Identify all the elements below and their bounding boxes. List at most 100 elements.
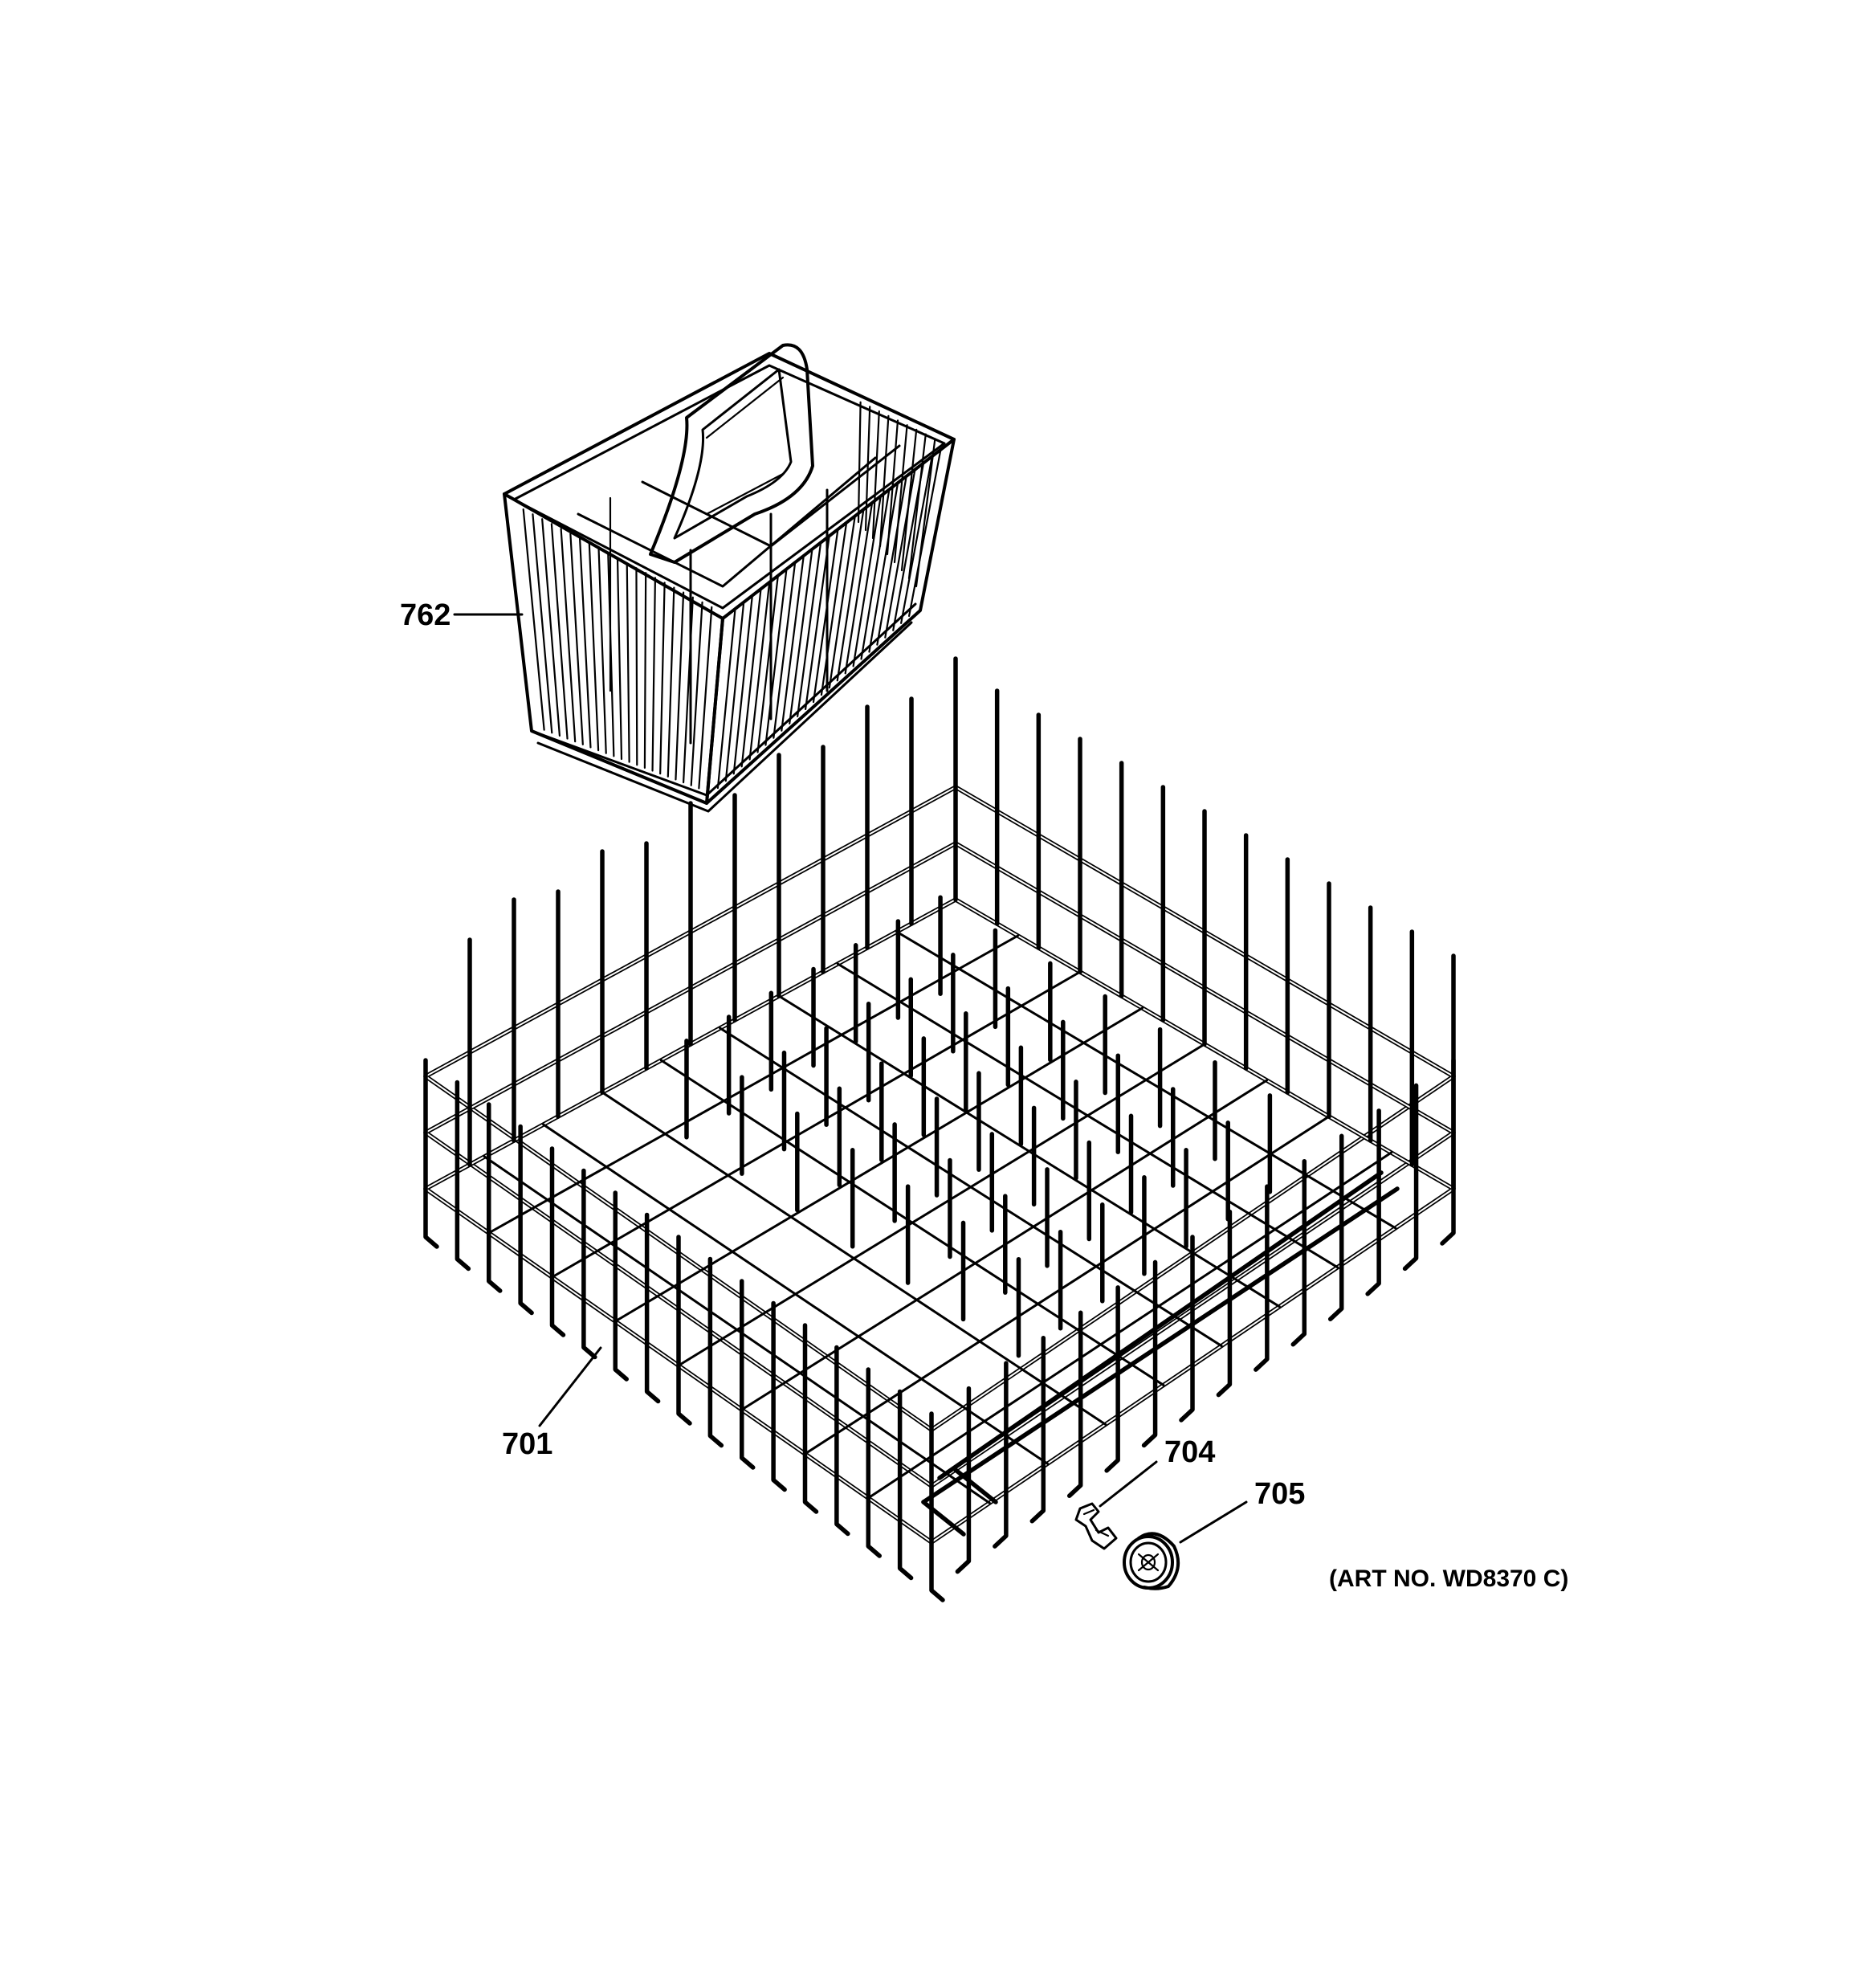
part-label-701: 701: [502, 1427, 552, 1461]
basket-slat: [907, 433, 927, 580]
basket-slat: [732, 594, 754, 775]
basket-slat: [651, 577, 657, 772]
basket-slat: [852, 495, 882, 667]
basket-slat: [748, 580, 771, 761]
basket-slat: [857, 401, 862, 524]
basket-slat: [781, 554, 805, 732]
rack-post: [955, 1386, 972, 1574]
rack-post: [676, 1235, 692, 1426]
basket-slat: [836, 508, 865, 682]
rack-post: [1104, 1285, 1120, 1473]
basket-slat: [597, 547, 607, 754]
basket-slat: [659, 582, 666, 775]
rack-post: [581, 1168, 597, 1360]
upper-rack: [423, 656, 1456, 1602]
basket-slat: [635, 567, 638, 766]
basket-slat: [698, 606, 713, 790]
rack-post: [1029, 1335, 1046, 1524]
art-number: (ART NO. WD8370 C): [1329, 1565, 1568, 1592]
rack-floor-wire: [866, 1151, 1392, 1500]
rack-post: [1327, 1133, 1344, 1322]
rack-post: [1141, 1259, 1158, 1448]
basket-slat: [756, 574, 780, 753]
rack-floor-wire: [740, 1079, 1268, 1411]
basket-slat: [844, 501, 874, 675]
basket-slat: [876, 475, 907, 646]
rack-post: [613, 1190, 629, 1382]
leader-line-701: [538, 1346, 602, 1427]
part-label-705: 705: [1254, 1477, 1305, 1511]
basket-slat: [789, 547, 813, 725]
basket-slat: [724, 600, 745, 782]
basket-slat: [616, 557, 623, 761]
basket-slat: [522, 508, 545, 731]
basket-slat: [569, 533, 584, 745]
basket-slat: [643, 572, 647, 769]
basket-slat: [907, 449, 942, 618]
rack-post: [1365, 1108, 1381, 1296]
rack-post: [518, 1124, 534, 1316]
basket-slat: [804, 534, 830, 711]
rack-post: [487, 1102, 503, 1293]
basket-slat: [893, 424, 908, 564]
rack-post: [993, 1361, 1009, 1549]
basket-slat: [541, 518, 561, 737]
basket-slat: [812, 528, 839, 704]
leader-line-704: [1099, 1460, 1158, 1508]
basket-slat: [879, 414, 890, 548]
rack-post: [1066, 1310, 1083, 1499]
rack-post: [929, 1411, 945, 1602]
leader-line-705: [1179, 1500, 1248, 1544]
rack-post: [1179, 1235, 1195, 1423]
rack-post: [1290, 1158, 1307, 1347]
basket-slat: [864, 406, 871, 532]
basket-slat: [560, 528, 577, 743]
basket-slat: [915, 438, 936, 588]
basket-slat: [588, 542, 600, 752]
basket-slat: [532, 513, 553, 734]
basket-slat: [886, 419, 899, 556]
rack-floor-wire: [614, 1006, 1143, 1323]
basket-slat: [797, 541, 822, 717]
basket-slat: [868, 482, 899, 653]
basket-slat: [716, 606, 736, 790]
roller-clip: [1074, 1502, 1118, 1550]
rack-floor-wire: [487, 934, 1019, 1235]
rack-rail: [937, 1170, 1384, 1480]
rack-post: [897, 1389, 914, 1581]
rack-floor-wire: [804, 1115, 1331, 1455]
rack-post: [771, 1300, 787, 1492]
basket-slat: [578, 537, 592, 749]
rack-post: [455, 1080, 471, 1272]
basket-slat: [871, 410, 880, 540]
rack-post: [644, 1212, 661, 1404]
rack-post: [866, 1367, 882, 1558]
rack-post: [740, 1279, 756, 1470]
rack-floor-wire: [677, 1043, 1206, 1367]
basket-slat: [764, 567, 788, 746]
basket-slat: [828, 515, 856, 689]
basket-slat: [550, 523, 569, 740]
basket-slat: [690, 601, 703, 786]
rack-post: [549, 1146, 566, 1337]
rack-floor-wire: [551, 970, 1082, 1279]
rack-top-rim: [423, 785, 1456, 1432]
rack-post: [423, 1058, 439, 1249]
part-label-704: 704: [1164, 1435, 1215, 1469]
rack-post: [834, 1345, 850, 1537]
rack-rail: [921, 1186, 1400, 1504]
basket-slat: [860, 488, 891, 660]
basket-slat: [773, 561, 797, 739]
basket-slat: [900, 455, 933, 624]
rack-roller: [1123, 1532, 1180, 1590]
basket-slat: [675, 591, 685, 781]
rack-post: [1254, 1184, 1270, 1372]
part-label-762: 762: [400, 598, 450, 632]
rack-post: [707, 1256, 724, 1448]
basket-slat: [820, 521, 848, 696]
rack-top-rim-inner: [425, 786, 1454, 1431]
silverware-basket: [503, 343, 956, 813]
basket-slat: [740, 587, 762, 768]
rack-post: [1402, 1083, 1419, 1272]
